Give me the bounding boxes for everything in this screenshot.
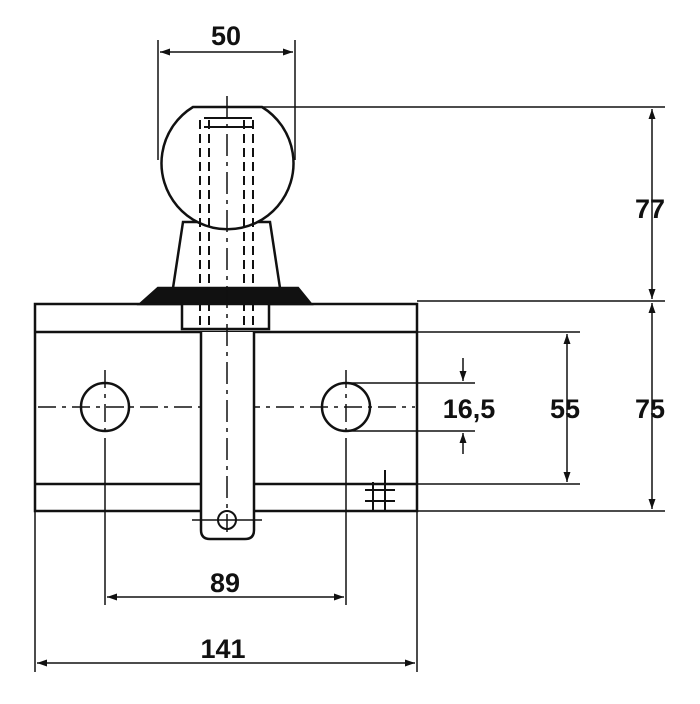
- hole-centerlines: [38, 370, 415, 440]
- dim-vertical-55: [417, 331, 580, 485]
- dim-ball-width: [157, 40, 296, 160]
- dim-block-width-label: 141: [200, 634, 245, 664]
- dim-block-height-label: 75: [635, 394, 665, 424]
- dim-ball-width-label: 50: [211, 21, 241, 51]
- dim-ball-height-label: 77: [635, 194, 665, 224]
- dim-vertical-55-label: 55: [550, 394, 580, 424]
- fastener-mark: [365, 470, 395, 510]
- dim-block-width: [34, 511, 418, 672]
- dim-hole-diameter: [346, 358, 475, 454]
- dim-hole-diameter-label: 16,5: [443, 394, 496, 424]
- dim-ball-height: [262, 106, 665, 302]
- dim-hole-spacing: [104, 440, 347, 605]
- hidden-bore-lines: [199, 120, 254, 330]
- dim-hole-spacing-label: 89: [210, 568, 240, 598]
- ball-neck: [136, 220, 314, 331]
- dim-block-height: [417, 303, 665, 512]
- shank: [192, 332, 262, 541]
